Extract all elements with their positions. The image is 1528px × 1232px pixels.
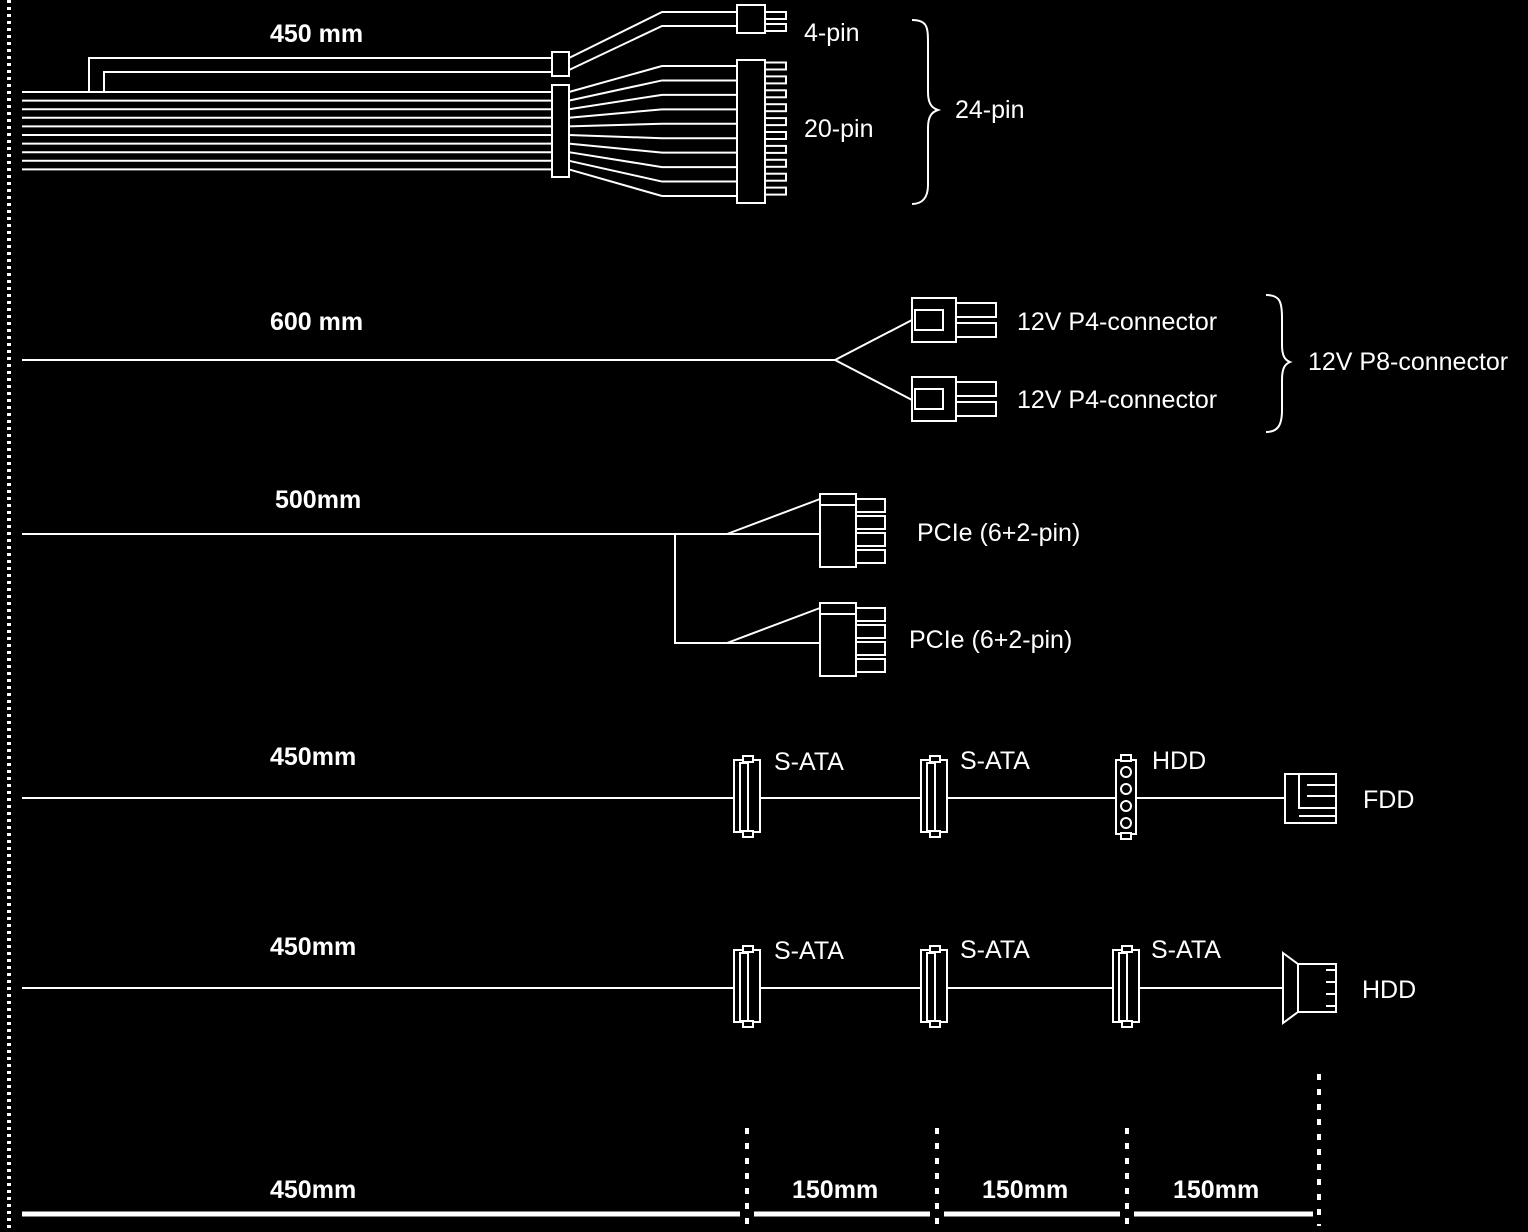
pcie-main-wire <box>22 533 727 644</box>
eps-p4-label-b: 12V P4-connector <box>1017 386 1217 414</box>
atx-fanout-wire <box>568 168 663 197</box>
atx-fanout-wire <box>568 93 663 111</box>
atx-length-label: 450 mm <box>270 20 363 48</box>
atx-fanout-wire <box>568 142 663 154</box>
scale-label-1: 450mm <box>270 1176 356 1204</box>
pcie-fanout-b <box>726 607 821 644</box>
eps-length-label: 600 mm <box>270 308 363 336</box>
sata2-label-1: S-ATA <box>774 937 844 965</box>
atx-fanout-wire <box>568 79 663 102</box>
atx-4pin-label: 4-pin <box>804 19 860 47</box>
atx-4pin-branch-wire <box>88 57 552 92</box>
atx-4pin-sleeve <box>551 51 570 77</box>
scale-label-2: 150mm <box>792 1176 878 1204</box>
eps-p4-connector-b <box>911 376 997 422</box>
sata1-molex-connector <box>1115 754 1137 840</box>
sata-cable-2: 450mm S-ATA S-ATA S-ATA HDD <box>22 933 1416 1028</box>
atx-24pin-label: 24-pin <box>955 96 1025 124</box>
sata2-hdd-connector <box>1282 951 1337 1025</box>
sata1-connector-1 <box>733 755 761 838</box>
atx-fanout-wire <box>568 122 663 128</box>
atx-fanout-wire <box>568 108 663 119</box>
atx-4pin-connector <box>736 4 766 34</box>
sata2-label-2: S-ATA <box>960 936 1030 964</box>
atx-pin <box>764 186 787 196</box>
scale-bar: 450mm 150mm 150mm 150mm <box>22 1074 1321 1226</box>
sata2-label-4: HDD <box>1362 976 1416 1004</box>
eps-12v-cable: 600 mm 12V P4-connector 12V P4-connector… <box>22 294 1508 433</box>
sata1-label-1: S-ATA <box>774 748 844 776</box>
sata1-fdd-connector <box>1284 773 1337 824</box>
sata1-connector-2 <box>920 755 948 838</box>
atx-pin <box>764 172 787 182</box>
atx-24pin-cable: 450 mm 4-pin 20-pin 24-pin <box>22 4 1025 205</box>
atx-pin <box>764 75 787 85</box>
atx-pin <box>764 61 787 71</box>
pcie-connector-a <box>819 493 886 568</box>
pcie-length-label: 500mm <box>275 486 361 514</box>
sata2-label-3: S-ATA <box>1151 936 1221 964</box>
atx-24pin-brace <box>911 19 942 205</box>
sata1-label-4: FDD <box>1363 786 1414 814</box>
atx-20pin-fanout <box>568 65 737 197</box>
atx-fanout-wire <box>568 134 663 140</box>
eps-p4-label-a: 12V P4-connector <box>1017 308 1217 336</box>
atx-main-sleeve <box>551 84 570 178</box>
sata1-label-2: S-ATA <box>960 747 1030 775</box>
sata2-connector-1 <box>733 945 761 1028</box>
atx-fanout-wire <box>568 159 663 183</box>
atx-pin <box>764 144 787 154</box>
scale-label-4: 150mm <box>1173 1176 1259 1204</box>
sata2-connector-3 <box>1112 945 1140 1028</box>
pcie-label-a: PCIe (6+2-pin) <box>917 519 1080 547</box>
atx-main-bundle <box>22 91 552 171</box>
atx-20pin-connector <box>736 59 766 204</box>
pcie-fanout-a <box>726 498 821 535</box>
atx-4pin-fanout <box>568 11 737 71</box>
sata1-length-label: 450mm <box>270 743 356 771</box>
pcie-connector-b <box>819 602 886 677</box>
atx-4pin-pins <box>765 11 787 32</box>
atx-pin <box>764 117 787 127</box>
atx-fanout-wire <box>568 65 663 93</box>
atx-pin <box>764 131 787 140</box>
pcie-cable: 500mm PCIe (6+2-pin) PCIe (6+2-pin) <box>22 486 1080 677</box>
sata2-connector-2 <box>920 945 948 1028</box>
sata2-length-label: 450mm <box>270 933 356 961</box>
eps-p8-label: 12V P8-connector <box>1308 348 1508 376</box>
atx-pin <box>764 158 787 168</box>
sata-cable-1: 450mm S-ATA S-ATA HDD <box>22 743 1414 840</box>
pcie-label-b: PCIe (6+2-pin) <box>909 626 1072 654</box>
atx-pin <box>764 103 787 113</box>
atx-fanout-wire <box>568 151 663 169</box>
atx-20pin-label: 20-pin <box>804 115 874 143</box>
atx-pin <box>764 89 787 99</box>
atx-20pin-pins <box>764 61 787 196</box>
scale-label-3: 150mm <box>982 1176 1068 1204</box>
eps-split-wires <box>834 319 913 401</box>
eps-p8-brace <box>1265 294 1293 433</box>
sata1-label-3: HDD <box>1152 747 1206 775</box>
eps-p4-connector-a <box>911 297 997 343</box>
